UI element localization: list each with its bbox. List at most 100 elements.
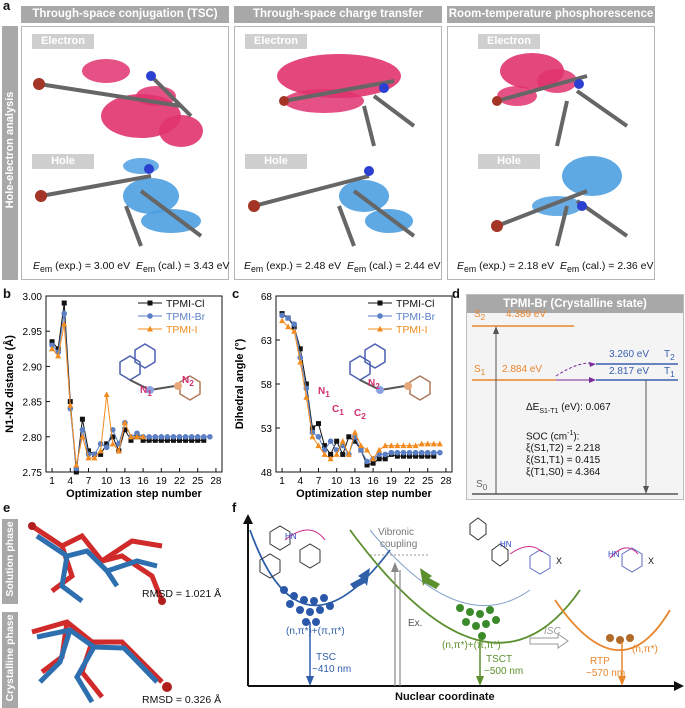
s0-label: S0: [476, 479, 488, 492]
c2-label: C2: [354, 408, 366, 421]
data-point: [182, 434, 189, 440]
data-point: [122, 427, 128, 433]
data-point: [85, 454, 92, 461]
n1-label: N1: [140, 385, 152, 398]
data-point: [309, 429, 316, 436]
data-point: [49, 342, 55, 349]
data-point: [188, 434, 195, 440]
data-point: [146, 434, 152, 440]
plot-frame: [45, 295, 223, 473]
data-point: [170, 437, 176, 443]
data-point: [177, 437, 183, 443]
data-point: [309, 425, 315, 431]
data-point: [134, 430, 140, 437]
data-point: [91, 454, 98, 461]
hn-label-1: HN: [285, 532, 297, 541]
data-point: [418, 440, 425, 447]
data-point: [339, 438, 346, 444]
data-point: [400, 449, 407, 456]
hn-label-2: HN: [500, 540, 512, 549]
data-point: [352, 438, 358, 444]
crystalline-overlay-image: [31, 619, 172, 704]
col-title: Through-space charge transfer (TSCT): [234, 6, 442, 37]
data-point: [412, 442, 419, 449]
legend-marker: [147, 325, 153, 332]
x-tick-label: 25: [422, 476, 434, 487]
data-point: [61, 320, 68, 327]
x-tick-label: 22: [174, 476, 186, 487]
c1-label: C1: [332, 404, 344, 417]
panel-a-label: a: [3, 0, 11, 13]
legend-label: TPMI-Cl: [396, 298, 435, 310]
molecule-hole-image: [35, 158, 203, 247]
hole-tag: Hole: [245, 154, 307, 169]
electron-tag: Electron: [478, 34, 540, 49]
data-point: [364, 458, 370, 465]
s1-value: 2.884 eV: [502, 364, 543, 375]
energy-line: Eem (exp.) = 2.18 eV Eem (cal.) = 2.36 e…: [457, 260, 654, 275]
energy-line: Eem (exp.) = 3.00 eV Eem (cal.) = 3.43 e…: [33, 260, 230, 275]
tsc-name: TSC: [316, 652, 336, 663]
molecule-hole-image: [248, 166, 416, 247]
ring: [349, 355, 371, 381]
data-point: [327, 455, 334, 462]
ring: [409, 375, 431, 401]
data-point: [419, 453, 425, 459]
panel-d-labels: S2 4.389 eV S1 2.884 eV 3.260 eV T2 2.81…: [466, 309, 682, 498]
rmsd-solution: RMSD = 1.021 Å: [142, 588, 222, 600]
data-point: [388, 442, 395, 449]
data-point: [61, 310, 68, 317]
data-point: [407, 453, 413, 459]
legend-marker: [147, 300, 153, 306]
hn-label-3: HN: [608, 550, 620, 559]
n1-label: N1: [318, 386, 330, 399]
data-point: [55, 346, 61, 352]
rtp-name: RTP: [590, 656, 610, 667]
soc-title: SOC (cm-1):: [526, 430, 580, 443]
data-point: [382, 456, 388, 462]
n2-atom: [174, 382, 182, 390]
data-point: [376, 456, 382, 462]
data-point: [321, 447, 328, 453]
molecule-inset: [349, 343, 431, 401]
legend-label: TPMI-I: [166, 324, 198, 336]
data-point: [104, 441, 110, 447]
col-title: Room-temperature phosphorescence (RTP): [447, 6, 655, 37]
t2-value: 3.260 eV: [609, 349, 650, 360]
data-point: [176, 434, 183, 440]
x-axis-label: Optimization step number: [66, 488, 202, 500]
y-tick-label: 2.90: [23, 362, 43, 373]
data-point: [285, 323, 292, 330]
data-point: [164, 434, 171, 440]
data-point: [327, 438, 334, 444]
n1-atom: [376, 386, 384, 394]
data-point: [291, 321, 298, 327]
tsc-wl: ~410 nm: [312, 664, 352, 675]
x-tick-label: 7: [86, 476, 92, 487]
x-tick-label: 7: [316, 476, 322, 487]
data-point: [437, 449, 443, 456]
legend-label: TPMI-I: [396, 324, 428, 336]
s1-label: S1: [474, 364, 486, 377]
data-point: [158, 434, 165, 440]
data-point: [67, 401, 74, 408]
data-point: [333, 451, 340, 457]
data-point: [279, 312, 285, 319]
x-tick-label: 19: [386, 476, 398, 487]
y-tick-label: 2.85: [23, 398, 43, 409]
y-tick-label: 63: [261, 336, 273, 347]
panel-a-col-tsct: Through-space charge transfer (TSCT) Ele…: [234, 6, 442, 280]
data-point: [430, 449, 437, 456]
x-axis-label: Optimization step number: [296, 488, 432, 500]
data-point: [340, 451, 346, 457]
ring: [179, 375, 201, 401]
data-point: [431, 453, 437, 459]
y-tick-label: 48: [261, 468, 273, 479]
data-point: [110, 434, 116, 440]
panel-d-label: d: [452, 286, 460, 301]
legend-marker: [147, 313, 153, 319]
data-point: [394, 449, 401, 456]
data-point: [370, 455, 377, 462]
data-point: [49, 339, 55, 345]
